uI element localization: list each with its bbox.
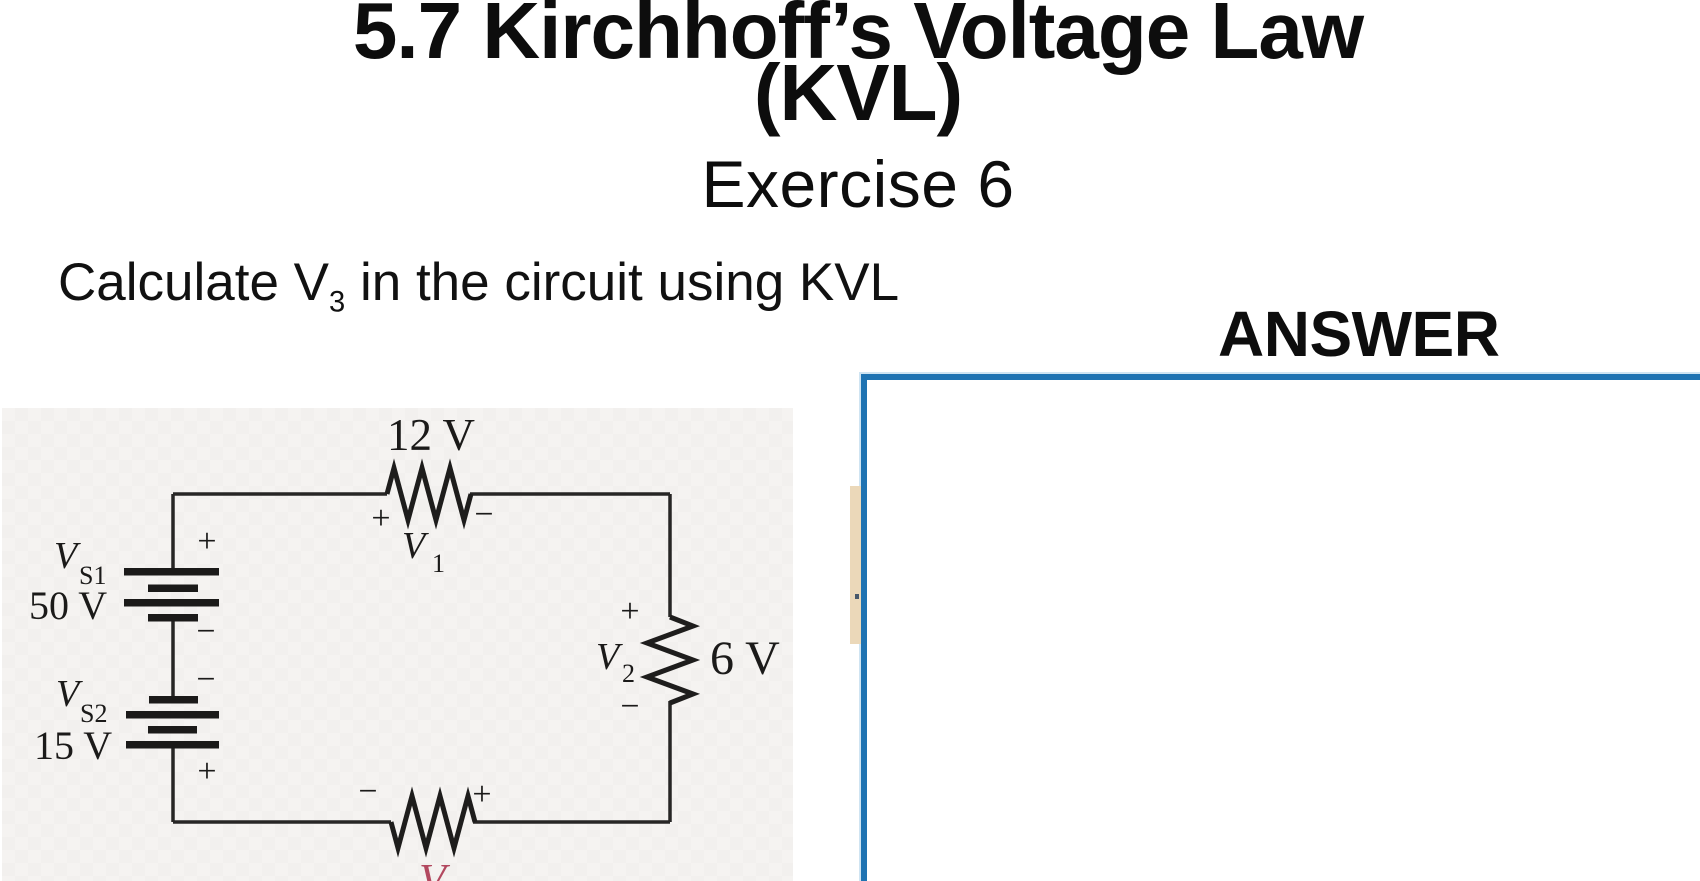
source1-name-subscript: S1	[79, 561, 106, 590]
resistor-top-name-subscript: 1	[432, 549, 445, 578]
resistor-top-plus-sign: +	[371, 500, 390, 537]
resistor-right-plus-sign: +	[620, 593, 639, 630]
resistor-top-symbol	[384, 458, 474, 530]
source1-plate-long-2	[124, 599, 219, 607]
source2-plus-sign: +	[197, 753, 216, 790]
circuit-svg: 12 V + − V 1 + − V S1 50 V − + V S2 15 V	[29, 410, 780, 881]
source2-plate-short-2	[148, 726, 197, 734]
slide-subtitle: Exercise 6	[701, 147, 1015, 221]
circuit-diagram: 12 V + − V 1 + − V S1 50 V − + V S2 15 V	[2, 408, 793, 881]
resistor-bottom-name: V	[419, 855, 451, 881]
resistor-top-name: V	[402, 525, 429, 567]
slide-title: 5.7 Kirchhoff’s Voltage Law (KVL)	[8, 0, 1700, 137]
source1-value: 50 V	[29, 583, 107, 628]
answer-box	[861, 374, 1700, 881]
source1-plate-short-2	[148, 614, 198, 622]
slide-title-line2: (KVL)	[753, 48, 963, 137]
source2-name: V	[56, 673, 83, 715]
source2-plate-long-1	[126, 711, 219, 719]
source1-plate-long-1	[124, 568, 219, 576]
source1-name: V	[54, 535, 81, 577]
resistor-bottom-plus-sign: +	[472, 776, 491, 813]
scan-artifact-dot	[855, 594, 859, 599]
answer-heading: ANSWER	[1218, 298, 1500, 370]
resistor-bottom-symbol	[388, 786, 478, 858]
source2-plate-long-2	[126, 741, 219, 749]
resistor-bottom-minus-sign: −	[358, 773, 377, 810]
resistor-top-value: 12 V	[387, 410, 475, 460]
resistor-right-minus-sign: −	[620, 688, 639, 725]
source1-plus-sign: +	[197, 523, 216, 560]
question-subscript: 3	[329, 286, 346, 319]
question-suffix: in the circuit using KVL	[345, 253, 900, 312]
source1-minus-sign: −	[196, 613, 215, 650]
question-text: Calculate V3 in the circuit using KVL	[58, 252, 900, 317]
source2-value: 15 V	[34, 723, 112, 768]
resistor-right-name: V	[596, 636, 623, 678]
source1-plate-short-1	[148, 584, 198, 592]
question-prefix: Calculate V	[58, 253, 330, 312]
source2-plate-short-1	[149, 696, 198, 704]
resistor-right-name-subscript: 2	[622, 659, 635, 688]
slide-title-line1: 5.7 Kirchhoff’s Voltage Law	[352, 0, 1364, 75]
resistor-top-minus-sign: −	[474, 496, 493, 533]
resistor-right-value: 6 V	[710, 632, 780, 685]
scan-artifact-strip	[850, 486, 861, 644]
resistor-right-symbol	[639, 614, 701, 706]
source2-minus-sign: −	[196, 661, 215, 698]
source2-name-subscript: S2	[80, 699, 107, 728]
